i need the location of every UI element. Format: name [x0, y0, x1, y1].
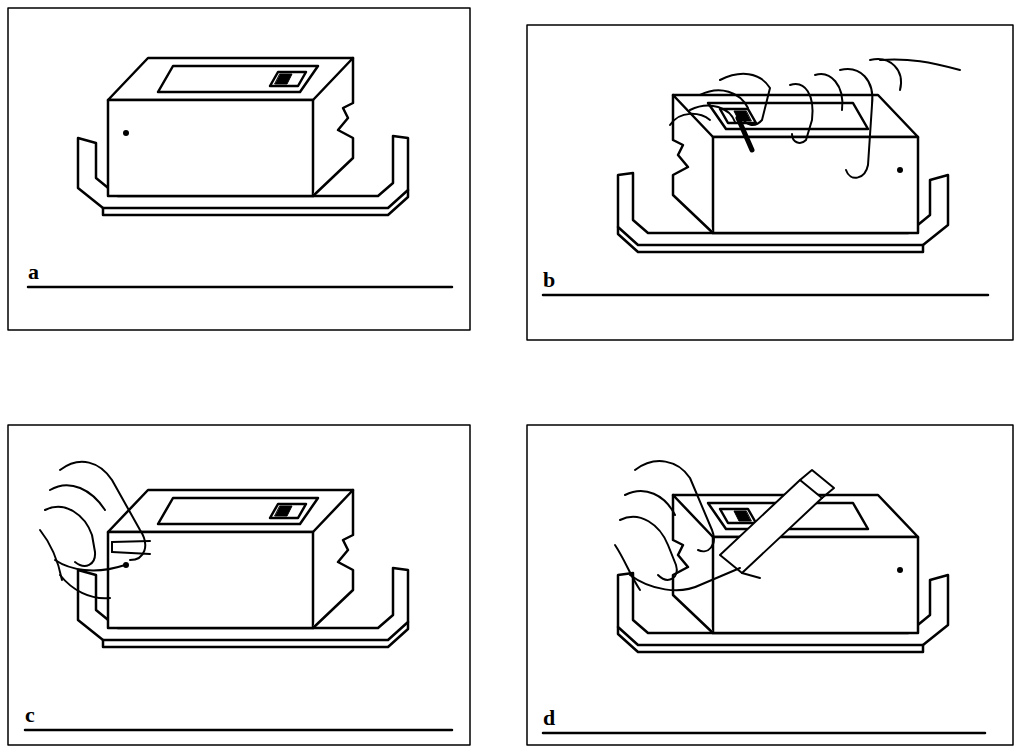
- hand-drawing: [670, 59, 960, 178]
- device-drawing: [78, 490, 408, 647]
- answer-line: [543, 732, 985, 735]
- answer-line: [543, 294, 988, 297]
- panel-letter: a: [28, 260, 39, 284]
- hand-drawing: [40, 462, 150, 598]
- panel-frame: [527, 425, 1013, 745]
- panel-frame: [527, 25, 1013, 340]
- panel-frame: [8, 8, 470, 330]
- answer-line: [28, 286, 452, 289]
- device-drawing: [78, 58, 408, 215]
- panel-letter: c: [25, 703, 35, 727]
- answer-line: [25, 729, 452, 732]
- panel-letter: d: [543, 706, 555, 730]
- panel-frame: [8, 425, 470, 745]
- hand-drawing: [615, 461, 834, 590]
- device-drawing: [618, 95, 948, 252]
- panel-letter: b: [543, 268, 555, 292]
